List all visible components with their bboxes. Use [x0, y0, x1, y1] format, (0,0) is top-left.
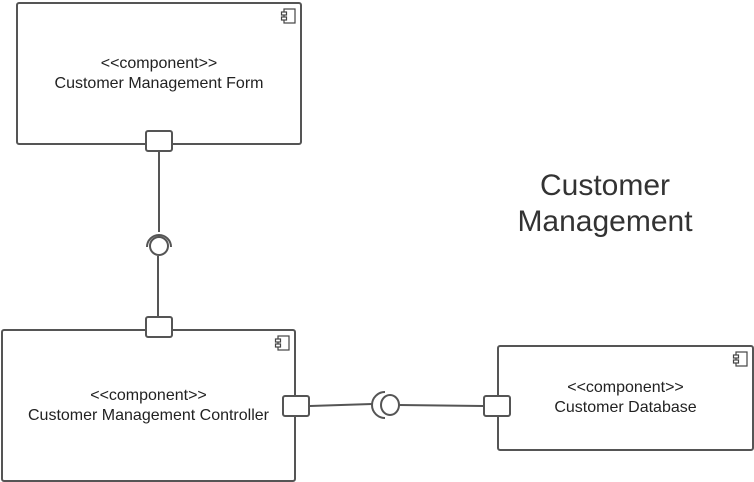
component-icon [274, 335, 290, 351]
diagram-title: Customer Management [494, 168, 716, 240]
component-icon [732, 351, 748, 367]
component-icon [280, 8, 296, 24]
component-customer-management-controller[interactable]: <<component>> Customer Management Contro… [1, 329, 296, 482]
connector-interface-to-database [398, 404, 484, 407]
diagram-title-line-1: Customer [539, 169, 671, 202]
component-name: Customer Management Form [54, 74, 264, 92]
stereotype-label: <<component>> [90, 386, 207, 404]
port-form-bottom[interactable] [145, 130, 173, 152]
component-customer-management-form[interactable]: <<component>> Customer Management Form [16, 2, 302, 145]
component-name: Customer Management Controller [28, 406, 269, 424]
port-database-left[interactable] [483, 395, 511, 417]
lollipop-symbol-vertical [149, 236, 169, 256]
connector-controller-to-interface [309, 403, 373, 407]
port-controller-top[interactable] [145, 316, 173, 338]
stereotype-label: <<component>> [100, 54, 218, 72]
lollipop-symbol-horizontal [380, 394, 400, 416]
port-controller-right[interactable] [282, 395, 310, 417]
diagram-title-line-2: Management [517, 205, 693, 238]
socket-symbol-vertical [146, 234, 172, 248]
stereotype-label: <<component>> [567, 379, 684, 396]
socket-symbol-horizontal [371, 391, 386, 419]
component-name: Customer Database [554, 399, 697, 416]
component-customer-database[interactable]: <<component>> Customer Database [497, 345, 754, 451]
